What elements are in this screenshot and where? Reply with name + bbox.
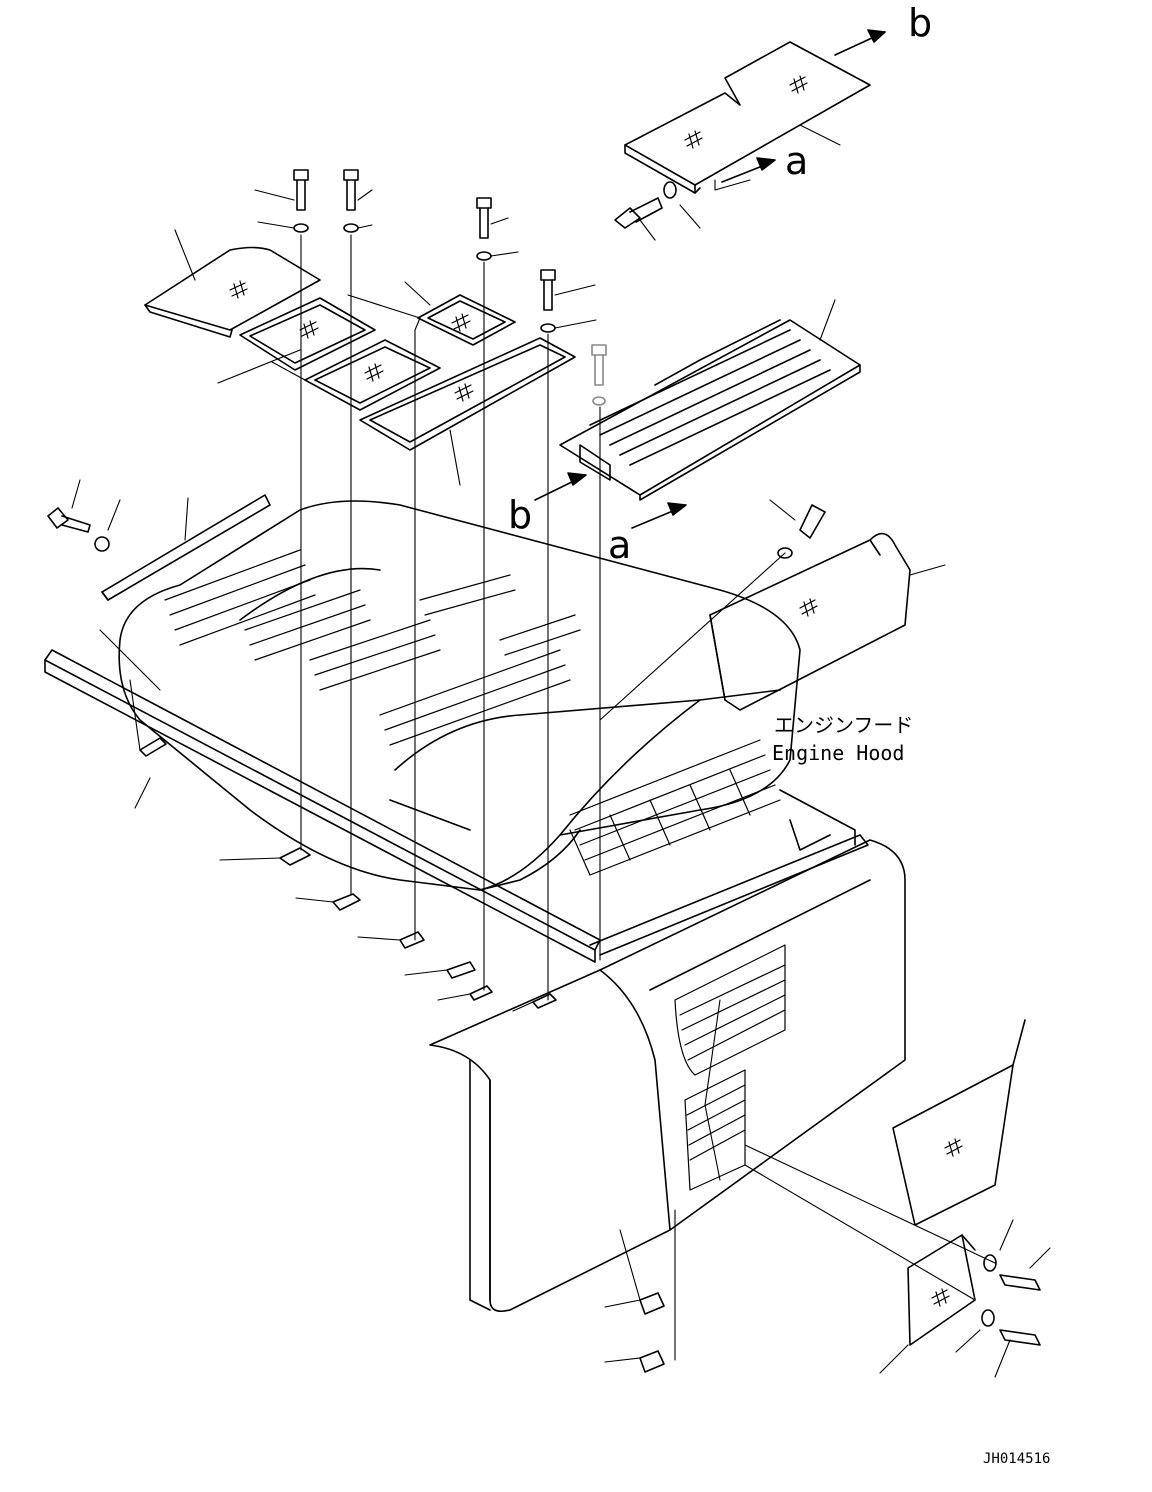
- side-strip-bar: [102, 495, 270, 600]
- frame-rail: [45, 650, 868, 962]
- cover-plate-lower-right-large: [893, 1020, 1025, 1225]
- reference-arrows: [535, 30, 885, 528]
- cover-plate-lower-right-small: [908, 1235, 975, 1345]
- ref-label-b-mid: b: [508, 493, 532, 537]
- bolts-washers-top: [48, 170, 1040, 1345]
- ref-label-a-mid: a: [608, 523, 631, 567]
- hood-vent-grille-right: [570, 740, 780, 875]
- engine-hood-body: [119, 501, 800, 890]
- cover-plate-small-2: [305, 340, 440, 410]
- ref-label-a-top: a: [785, 139, 808, 183]
- cover-plate-small-1: [240, 298, 375, 370]
- ref-label-b-top: b: [908, 1, 932, 45]
- clip-nuts: [140, 738, 664, 1372]
- leader-lines: [72, 125, 1050, 1377]
- drawing-number: JH014516: [983, 1451, 1050, 1467]
- hood-vent-grille-left: [165, 550, 370, 660]
- engine-hood-label-jp: エンジンフード: [774, 713, 913, 737]
- cover-plate-top-right: [625, 42, 870, 193]
- shroud-cover-right: [710, 534, 910, 710]
- side-panel-louver: [675, 945, 785, 1190]
- engine-hood-label-en: Engine Hood: [772, 741, 904, 765]
- cover-plate-left: [145, 248, 320, 338]
- surface-hatch-marks: [230, 76, 962, 1306]
- side-door-panel: [430, 840, 905, 1311]
- cover-plate-small-3: [418, 295, 515, 345]
- grating-assembly: [560, 320, 860, 500]
- cover-plate-long: [360, 338, 575, 450]
